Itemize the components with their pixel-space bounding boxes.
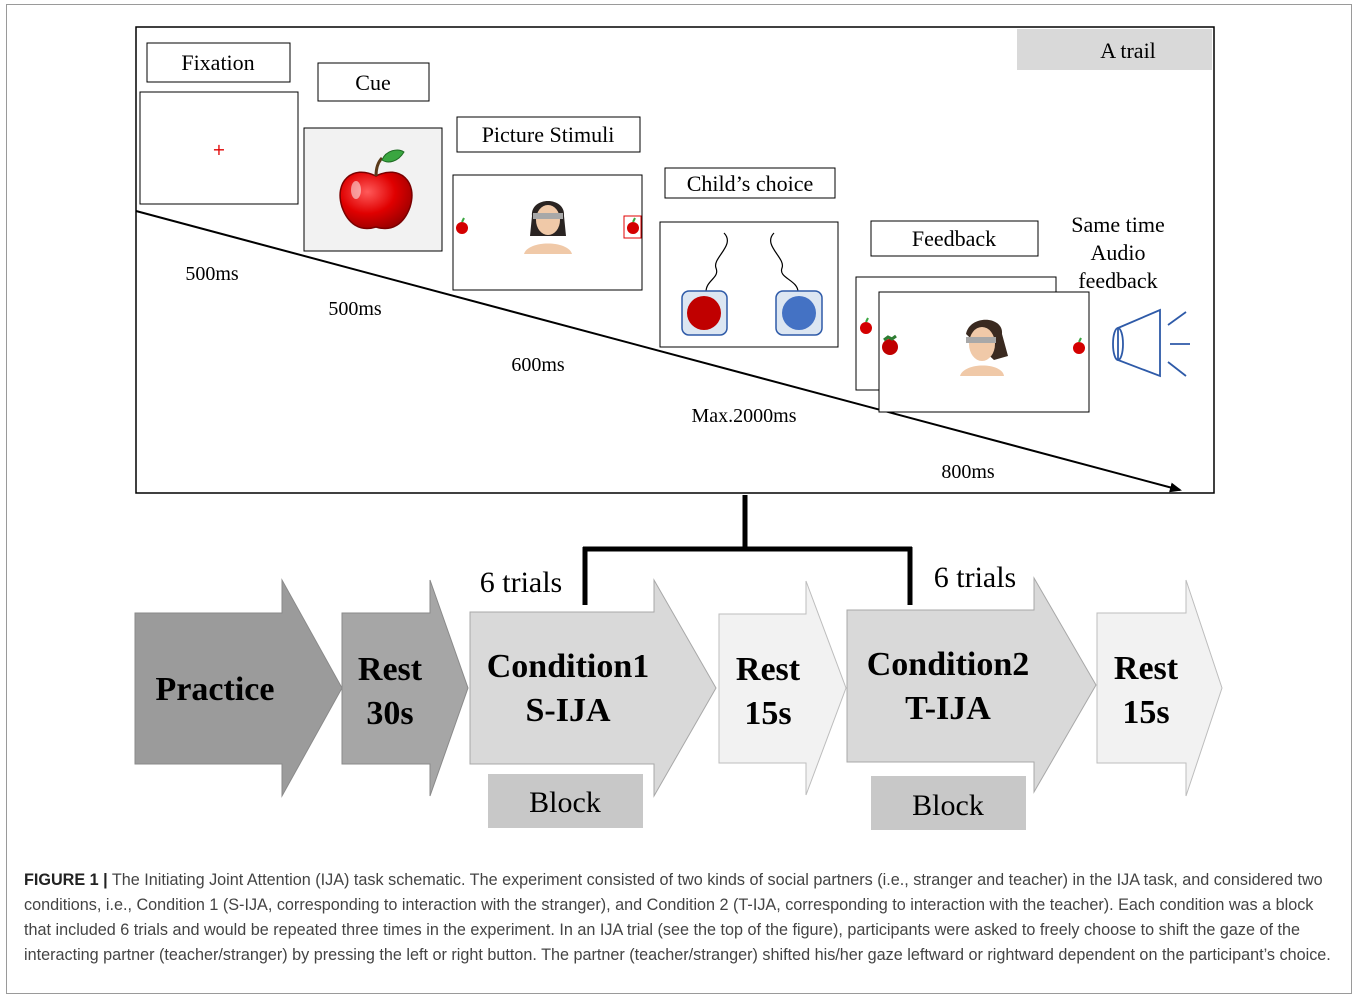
block-tag: Block [529,786,601,819]
block-tag-box [871,776,1026,830]
stage-label: Picture Stimuli [482,122,615,147]
block-tag: Block [912,789,984,822]
trials-label: 6 trials [480,566,563,599]
stage-cue: Cue 500ms [303,62,443,320]
block-label: Practice [156,671,275,708]
face-icon [524,201,572,254]
button-cable [705,232,728,293]
block-practice: Practice [134,578,343,798]
small-apple-icon [627,217,639,234]
stage-fixation: Fixation + 500ms [139,42,299,285]
speaker-icon [1112,308,1190,378]
stage-label-box [664,167,836,199]
red-button-icon [687,296,721,330]
bracket-connector [582,495,913,605]
block-arrow [1096,579,1223,797]
block-label: Condition2 [867,646,1030,683]
stage-childs-choice: Child’s choice Max.2000ms [659,167,839,427]
block-rest-15s: Rest 15s [718,580,847,796]
figure-caption: FIGURE 1 | The Initiating Joint Attentio… [24,868,1340,968]
fixation-cross: + [212,140,225,159]
caption-text: The Initiating Joint Attention (IJA) tas… [24,871,1331,964]
apple-icon [339,149,413,230]
audio-note-line: Audio [1091,240,1146,265]
stage-label: Child’s choice [687,171,813,196]
caption-label: FIGURE 1 | [24,871,108,889]
small-apple-icon [860,317,872,334]
small-apple-icon [456,217,468,234]
stage-duration: Max.2000ms [692,405,797,427]
stage-duration: 500ms [185,263,239,285]
figure-frame [6,4,1352,994]
block-label-line2: 15s [1122,694,1169,731]
stage-label: Fixation [181,50,254,75]
stage-label-box [456,116,641,153]
block-label: Rest [1114,650,1179,687]
block-label-line2: 15s [744,695,791,732]
timeline-arrow [135,210,1182,493]
bitten-apple-icon [882,334,898,355]
small-apple-icon [1073,337,1085,354]
audio-feedback: Same time Audio feedback [1071,212,1190,378]
stage-label: Feedback [912,226,996,251]
block-rest-30s: Rest 30s [341,579,469,797]
block-arrow [341,579,469,797]
block-label-line2: T-IJA [905,690,991,727]
audio-note-line: feedback [1078,268,1157,293]
block-tag-box [488,774,643,828]
stage-duration: 600ms [511,354,565,376]
block-arrow [469,578,717,798]
block-label: Rest [358,651,423,688]
block-arrow [846,576,1097,794]
stage-feedback: Feedback 800ms [855,220,1090,483]
block-arrow [718,580,847,796]
stage-label: Cue [355,70,390,95]
trials-label: 6 trials [934,561,1017,594]
trial-tag-box [1017,29,1212,70]
block-rest-15s-final: Rest 15s [1096,579,1223,797]
trial-tag: A trail [1100,38,1156,63]
stage-picture-stimuli: Picture Stimuli 600ms [452,116,643,376]
block-condition1: Condition1 S-IJA Block [469,578,717,828]
blue-button-icon [782,296,816,330]
stage-label-box [317,62,430,102]
stage-label-box [146,42,291,83]
block-label: Rest [736,651,801,688]
block-label: Condition1 [487,648,650,685]
stage-label-box [870,220,1039,257]
block-label-line2: 30s [366,695,413,732]
stage-duration: 500ms [328,298,382,320]
fixation-screen [139,91,299,205]
ija-task-schematic: A trail Fixation + 500ms Cue 500ms [134,26,1223,830]
block-arrow [134,578,343,798]
audio-note-line: Same time [1071,212,1164,237]
block-condition2: Condition2 T-IJA Block [846,576,1097,830]
button-cable [770,232,799,293]
face-icon [960,319,1008,376]
stage-duration: 800ms [941,461,995,483]
block-label-line2: S-IJA [525,692,610,729]
trial-panel: A trail Fixation + 500ms Cue 500ms [135,26,1215,494]
selection-frame [623,215,642,239]
